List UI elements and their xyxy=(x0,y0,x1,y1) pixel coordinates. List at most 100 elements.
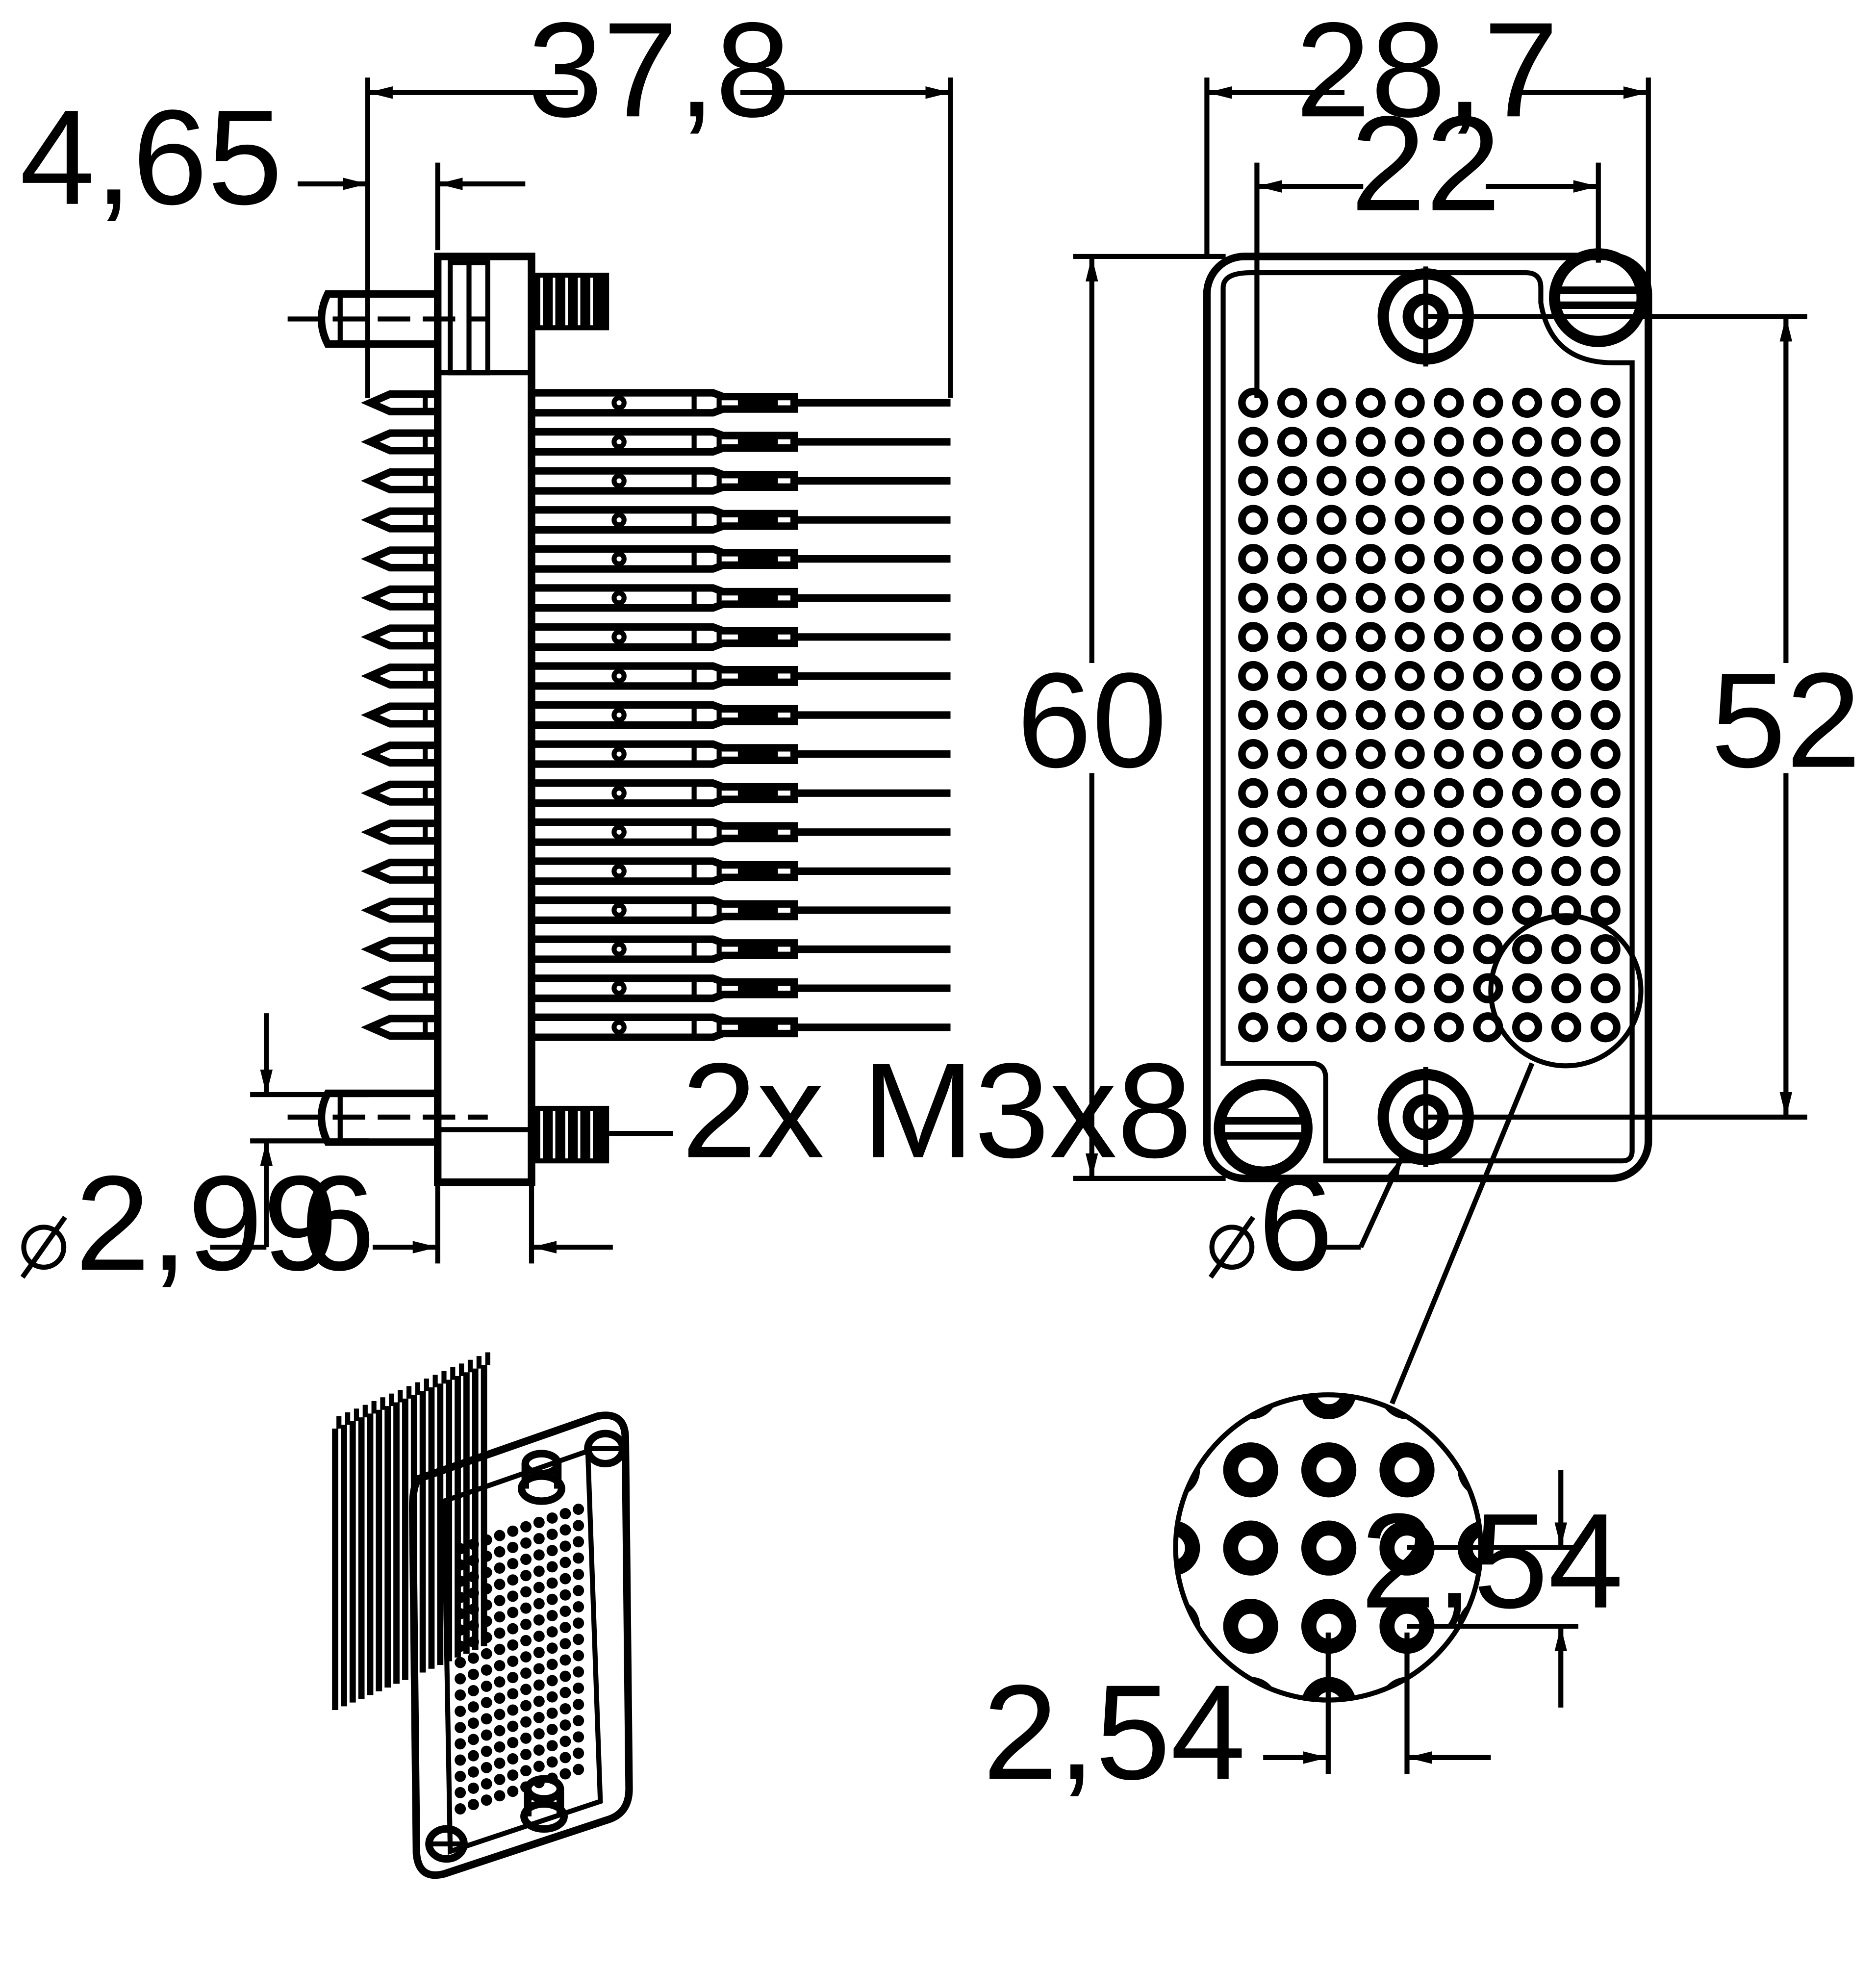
iso-front-contact xyxy=(481,1745,492,1757)
front-contact xyxy=(1473,505,1503,535)
dim-front-hole-vertical: 52 xyxy=(1711,316,1861,1117)
front-contact xyxy=(1590,1012,1621,1043)
iso-front-contact xyxy=(573,1650,584,1662)
iso-front-contact xyxy=(507,1753,519,1764)
iso-front-contact xyxy=(455,1673,466,1685)
iso-front-contact xyxy=(455,1722,466,1734)
front-contact xyxy=(1551,622,1582,652)
iso-front-contact xyxy=(546,1756,558,1768)
iso-front-contact xyxy=(507,1623,519,1635)
iso-front-contact xyxy=(559,1752,571,1764)
front-contact xyxy=(1473,700,1503,730)
front-contact xyxy=(1238,739,1268,769)
iso-front-contact xyxy=(481,1762,492,1773)
iso-front-contact xyxy=(520,1537,532,1549)
front-contact xyxy=(1277,934,1308,965)
dim-front-width-label: 28,7 xyxy=(1295,0,1558,145)
front-contact xyxy=(1316,700,1347,730)
iso-front-contact xyxy=(573,1731,584,1743)
iso-front-contact xyxy=(559,1605,571,1617)
iso-front-contact xyxy=(573,1585,584,1596)
dim-front-height: 60 xyxy=(1017,256,1167,1178)
iso-front-contact xyxy=(455,1640,466,1652)
front-contact xyxy=(1238,700,1268,730)
front-contact xyxy=(1355,973,1386,1003)
front-contact xyxy=(1512,465,1543,496)
iso-front-pins xyxy=(455,1504,584,1815)
front-contact xyxy=(1316,817,1347,847)
iso-front-contact xyxy=(546,1512,558,1524)
dim-side-offset-label: 4,65 xyxy=(20,82,282,233)
front-contact xyxy=(1316,465,1347,496)
front-contact xyxy=(1473,622,1503,652)
iso-front-contact xyxy=(573,1601,584,1613)
side-contact-pin xyxy=(360,428,951,456)
front-contact xyxy=(1355,661,1386,691)
dim-hole-diameter: 6 xyxy=(1208,1148,1404,1299)
front-contact xyxy=(1277,739,1308,769)
front-contact xyxy=(1473,583,1503,613)
front-plate xyxy=(1203,253,1652,1182)
iso-front-contact xyxy=(546,1561,558,1573)
detail-view: 2,54 2,54 xyxy=(983,1392,1623,1808)
iso-front-contact xyxy=(573,1699,584,1710)
dim-flange-thickness-label: 6 xyxy=(300,1148,375,1299)
front-contact xyxy=(1590,973,1621,1003)
iso-front-contact xyxy=(533,1549,545,1561)
front-contact xyxy=(1394,1012,1425,1043)
guide-pin-top xyxy=(287,290,488,348)
iso-front-contact xyxy=(559,1573,571,1585)
iso-front-contact xyxy=(494,1627,506,1639)
front-contact xyxy=(1512,505,1543,535)
front-contact xyxy=(1355,934,1386,965)
front-contact xyxy=(1551,544,1582,574)
front-contact xyxy=(1590,465,1621,496)
contact-pins-side xyxy=(360,389,951,1041)
iso-front-contact xyxy=(455,1738,466,1750)
front-contact xyxy=(1394,817,1425,847)
front-contact xyxy=(1238,895,1268,925)
detail-marker-circle xyxy=(1488,913,1644,1069)
iso-front-contact xyxy=(546,1593,558,1605)
front-contact xyxy=(1590,544,1621,574)
iso-front-contact xyxy=(455,1803,466,1815)
iso-front-contact xyxy=(507,1672,519,1684)
iso-front-contact xyxy=(533,1598,545,1610)
dim-pitch-horizontal-label: 2,54 xyxy=(983,1657,1245,1808)
front-contact xyxy=(1355,817,1386,847)
detail-contact xyxy=(1175,1395,1200,1419)
dim-flange-thickness: 6 xyxy=(300,1148,613,1299)
front-contact xyxy=(1473,661,1503,691)
iso-front-contact xyxy=(546,1740,558,1752)
front-contact xyxy=(1473,817,1503,847)
iso-front-contact xyxy=(573,1536,584,1548)
side-contact-pin xyxy=(360,896,951,924)
detail-contact xyxy=(1223,1395,1278,1419)
front-contact xyxy=(1394,739,1425,769)
front-contact xyxy=(1434,387,1464,418)
front-contact xyxy=(1394,778,1425,808)
front-contact xyxy=(1316,895,1347,925)
iso-front-contact xyxy=(533,1728,545,1739)
iso-front-contact xyxy=(573,1747,584,1759)
iso-front-contact xyxy=(546,1691,558,1703)
front-contact xyxy=(1434,700,1464,730)
iso-front-contact xyxy=(520,1651,532,1663)
side-contact-pin xyxy=(360,701,951,729)
dim-pitch-vertical-label: 2,54 xyxy=(1361,1486,1623,1637)
front-contact xyxy=(1355,778,1386,808)
front-contact xyxy=(1473,427,1503,457)
iso-front-contact xyxy=(507,1720,519,1732)
iso-front-contact xyxy=(455,1575,466,1587)
iso-front-contact xyxy=(573,1666,584,1678)
iso-front-contact xyxy=(494,1725,506,1737)
side-contact-pin xyxy=(360,623,951,651)
iso-front-contact xyxy=(520,1716,532,1728)
front-contact xyxy=(1551,739,1582,769)
iso-front-contact xyxy=(520,1586,532,1598)
iso-front-contact xyxy=(481,1681,492,1692)
front-contact xyxy=(1277,973,1308,1003)
front-contact xyxy=(1277,387,1308,418)
dim-hole-diameter-label: 6 xyxy=(1258,1148,1333,1299)
